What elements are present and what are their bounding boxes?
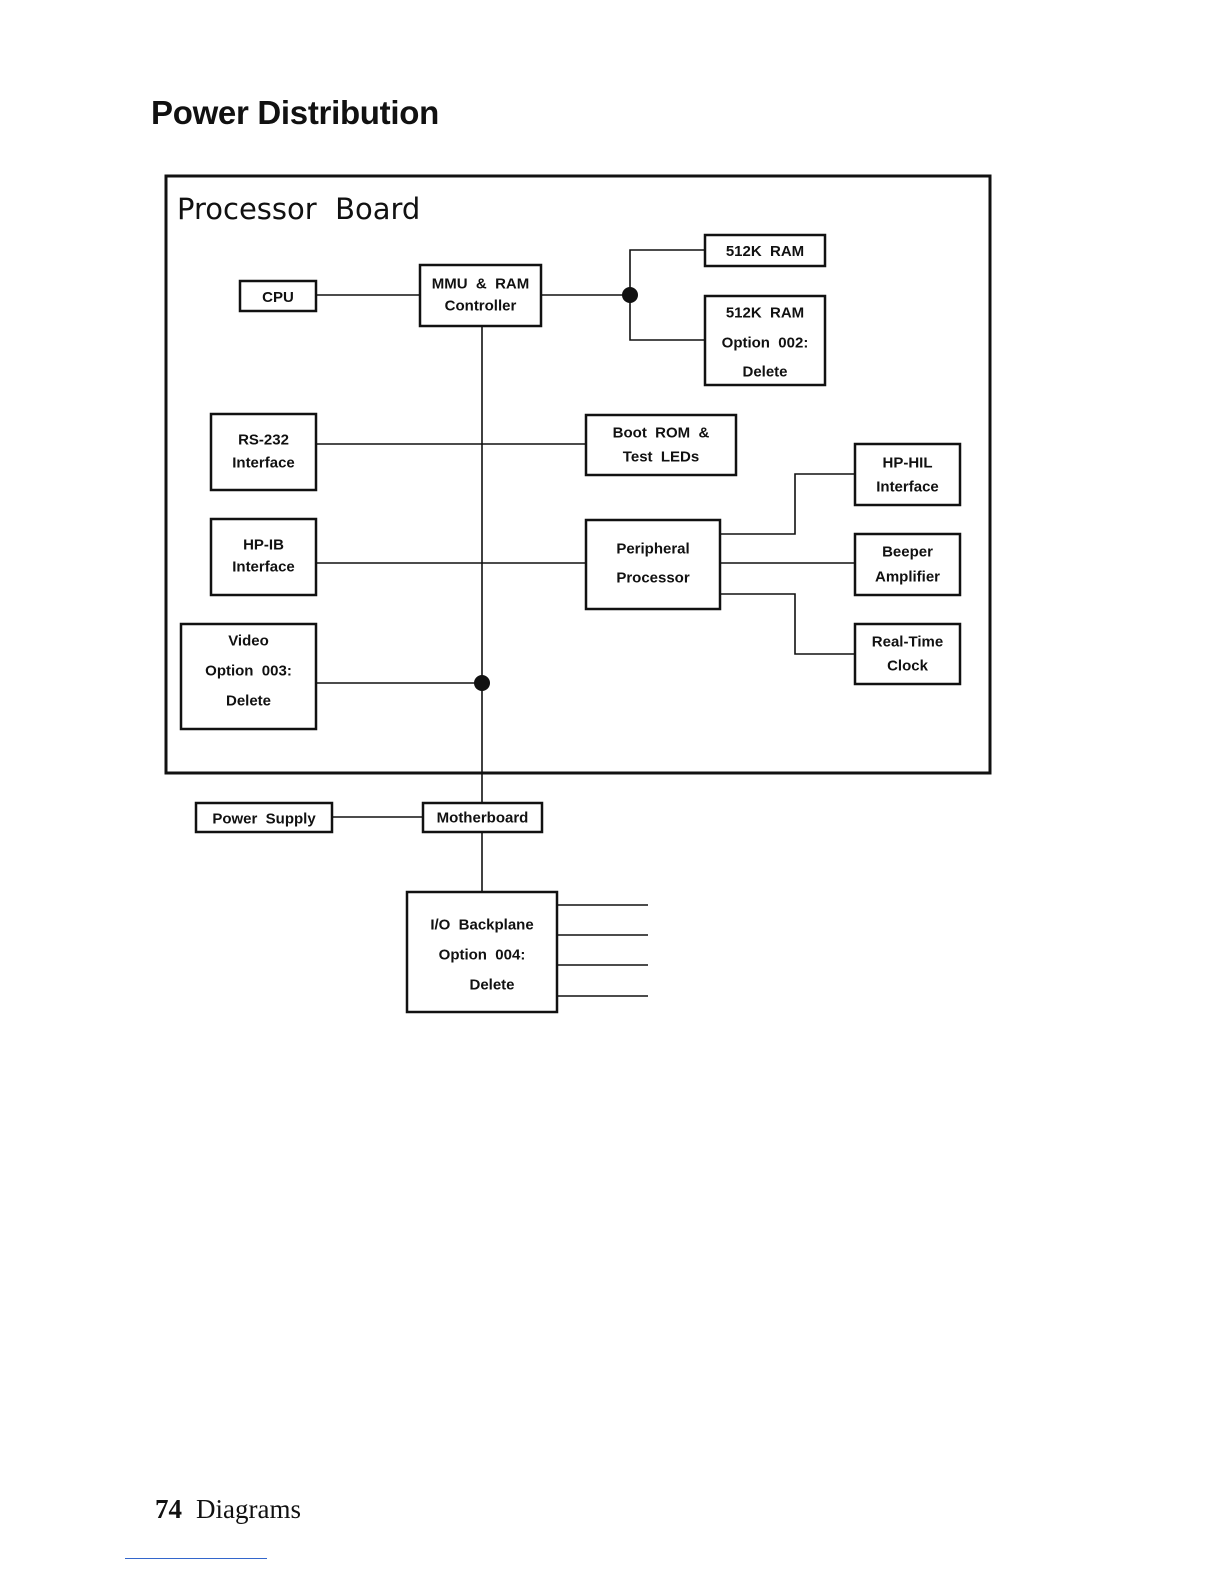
block-power-supply: Power Supply	[194, 801, 334, 834]
block-boot-rom-test-leds: Boot ROM & Test LEDs	[584, 413, 738, 477]
block-iobp-line-2: Option 004:	[439, 947, 526, 964]
block-io-backplane-option-004: I/O Backplane Option 004: Delete	[405, 890, 559, 1014]
block-mother-line-1: Motherboard	[437, 810, 529, 827]
block-ram2-line-2: Option 002:	[722, 335, 809, 352]
block-iobp-line-1: I/O Backplane	[430, 917, 533, 934]
block-512k-ram: 512K RAM	[703, 233, 827, 268]
block-cpu: CPU	[238, 279, 318, 313]
block-video-option-003: Video Option 003: Delete	[179, 622, 318, 731]
block-beeper-amplifier: Beeper Amplifier	[853, 532, 962, 597]
processor-board-frame	[164, 174, 992, 775]
block-hpil-line-2: Interface	[876, 479, 939, 496]
processor-board-title: Processor Board	[177, 192, 420, 226]
block-bootrom-line-1: Boot ROM &	[613, 425, 710, 442]
block-512k-ram-option-002: 512K RAM Option 002: Delete	[703, 294, 827, 387]
block-beeper-line-1: Beeper	[882, 544, 933, 561]
block-ram2-line-3: Delete	[742, 364, 787, 381]
block-video-line-3: Delete	[226, 693, 271, 710]
block-rtc-line-1: Real-Time	[872, 634, 943, 651]
section-name: Diagrams	[196, 1494, 301, 1524]
block-rs232-line-1: RS-232	[238, 432, 289, 449]
junction-dot-video	[474, 675, 490, 691]
block-video-line-2: Option 003:	[205, 663, 292, 680]
block-iobp-line-3: Delete	[469, 977, 514, 994]
block-real-time-clock: Real-Time Clock	[853, 622, 962, 686]
block-rs232-line-2: Interface	[232, 455, 295, 472]
page-number: 74	[155, 1494, 182, 1524]
block-cpu-line-1: CPU	[262, 289, 294, 306]
block-video-line-1: Video	[228, 633, 269, 650]
block-hpib-line-2: Interface	[232, 559, 295, 576]
block-ram1-line-1: 512K RAM	[726, 243, 804, 260]
block-periph-line-1: Peripheral	[616, 541, 689, 558]
block-rs232-interface: RS-232 Interface	[209, 412, 318, 492]
block-hp-hil-interface: HP-HIL Interface	[853, 442, 962, 507]
block-rtc-line-2: Clock	[887, 658, 929, 675]
block-power-line-1: Power Supply	[212, 811, 316, 828]
block-periph-line-2: Processor	[616, 570, 690, 587]
block-mmu-line-1: MMU & RAM	[432, 276, 530, 293]
connection-wires	[316, 249, 855, 997]
page-footer: 74 Diagrams	[155, 1494, 301, 1525]
page-title: Power Distribution	[151, 94, 439, 131]
block-mmu-ram-controller: MMU & RAM Controller	[418, 263, 543, 328]
block-hpib-line-1: HP-IB	[243, 537, 284, 554]
block-hp-ib-interface: HP-IB Interface	[209, 517, 318, 597]
wire-periph-rtc	[720, 593, 855, 655]
block-hpil-line-1: HP-HIL	[883, 455, 933, 472]
block-ram2-line-1: 512K RAM	[726, 305, 804, 322]
block-bootrom-line-2: Test LEDs	[623, 449, 699, 466]
wire-junction-ram1	[629, 249, 705, 341]
block-mmu-line-2: Controller	[445, 298, 517, 315]
block-beeper-line-2: Amplifier	[875, 569, 940, 586]
wire-periph-hpil	[720, 473, 855, 535]
block-peripheral-processor: Peripheral Processor	[584, 518, 722, 611]
footer-rule	[125, 1558, 267, 1559]
junction-dot-ram	[622, 287, 638, 303]
block-motherboard: Motherboard	[421, 801, 544, 834]
